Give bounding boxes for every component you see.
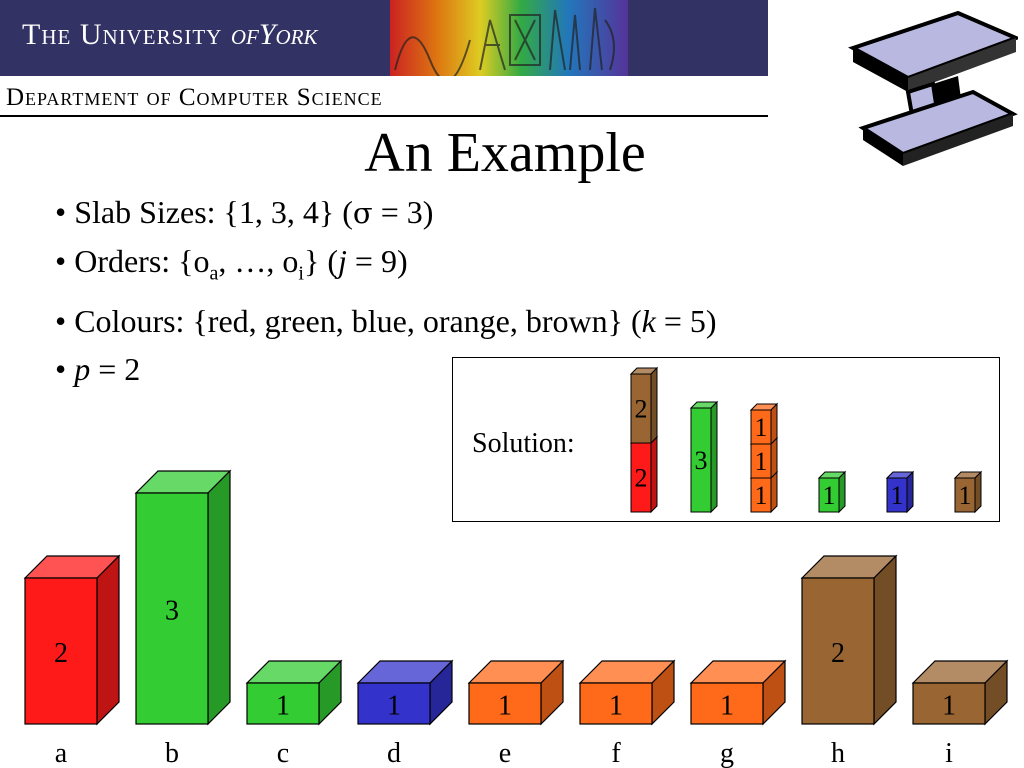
order-label-d: d <box>387 738 401 768</box>
solution-slab-value-5-0: 1 <box>959 481 972 510</box>
slab-sizes-tail: = 3) <box>372 194 434 230</box>
order-block-c <box>245 659 343 726</box>
bullet-orders: • Orders: {oa, …, oi} (j = 9) <box>55 243 408 285</box>
order-block-value-e: 1 <box>498 691 512 722</box>
solution-slab-value-3-0: 1 <box>823 481 836 510</box>
solution-label: Solution: <box>472 428 575 459</box>
solution-slab-3-0 <box>817 470 847 514</box>
orders-sub-a: a <box>209 262 219 285</box>
order-label-e: e <box>499 738 511 768</box>
orders-open: } ( <box>303 243 338 279</box>
slab-sizes-text: Slab Sizes: {1, 3, 4} ( <box>74 194 353 230</box>
orders-mid: , …, o <box>218 243 299 279</box>
order-label-c: c <box>277 738 289 768</box>
order-block-value-g: 1 <box>720 691 734 722</box>
order-block-value-f: 1 <box>609 691 623 722</box>
order-label-a: a <box>55 738 68 768</box>
order-label-f: f <box>611 738 621 768</box>
solution-slab-value-0-0: 2 <box>635 464 648 493</box>
university-name: The University ofYork <box>22 18 318 52</box>
p-tail: = 2 <box>90 351 141 388</box>
order-block-f <box>578 659 676 726</box>
order-block-value-a: 2 <box>54 638 68 669</box>
order-block-e <box>467 659 565 726</box>
bullet-slab-sizes: • Slab Sizes: {1, 3, 4} (σ = 3) <box>55 194 434 230</box>
colours-k-var: k <box>641 303 656 340</box>
order-label-h: h <box>831 738 845 768</box>
solution-slab-2-2 <box>749 402 779 446</box>
university-banner: The University ofYork <box>0 0 768 76</box>
solution-slab-0-1 <box>629 366 659 445</box>
solution-slab-value-0-1: 2 <box>635 395 648 424</box>
colours-tail: = 5) <box>655 303 717 340</box>
order-label-b: b <box>165 738 179 768</box>
order-block-value-c: 1 <box>276 691 290 722</box>
orders-text: Orders: {o <box>74 243 210 279</box>
bullet-colours: • Colours: {red, green, blue, orange, br… <box>55 303 717 340</box>
p-var: p <box>74 351 91 388</box>
header-rule <box>0 115 768 117</box>
department-name: Department of Computer Science <box>6 84 383 111</box>
orders-j-var: j <box>338 243 347 279</box>
order-block-a <box>23 554 121 726</box>
solution-slab-1-0 <box>689 400 719 514</box>
order-block-value-d: 1 <box>387 691 401 722</box>
solution-slab-value-2-0: 1 <box>755 481 768 510</box>
solution-slab-value-4-0: 1 <box>891 481 904 510</box>
order-block-h <box>800 554 898 726</box>
bullet-p: • p = 2 <box>55 351 141 388</box>
order-block-value-i: 1 <box>942 691 956 722</box>
solution-slab-value-2-2: 1 <box>755 413 768 442</box>
university-name-text: The University <box>22 18 223 51</box>
sigma-symbol: σ <box>352 196 373 230</box>
order-block-b <box>134 469 232 726</box>
orders-sub-i: i <box>298 262 304 285</box>
order-block-d <box>356 659 454 726</box>
i-beam-logo <box>848 10 1018 166</box>
bullet-list: • Slab Sizes: {1, 3, 4} (σ = 3) • Orders… <box>55 188 717 393</box>
solution-slab-5-0 <box>953 470 983 514</box>
solution-box <box>452 357 1000 522</box>
university-of-text: of <box>230 18 259 51</box>
order-label-i: i <box>945 738 953 768</box>
rainbow-crest-image <box>390 0 628 76</box>
slide-title: An Example <box>364 122 646 184</box>
solution-slab-value-1-0: 3 <box>695 446 708 475</box>
solution-slab-4-0 <box>885 470 915 514</box>
orders-tail: = 9) <box>346 243 408 279</box>
order-block-value-h: 2 <box>831 638 845 669</box>
order-block-i <box>911 659 1009 726</box>
university-york-text: York <box>258 18 318 51</box>
order-block-value-b: 3 <box>165 596 179 627</box>
solution-slab-value-2-1: 1 <box>755 447 768 476</box>
order-label-g: g <box>720 738 734 768</box>
colours-text: Colours: {red, green, blue, orange, brow… <box>74 303 642 340</box>
order-block-g <box>689 659 787 726</box>
